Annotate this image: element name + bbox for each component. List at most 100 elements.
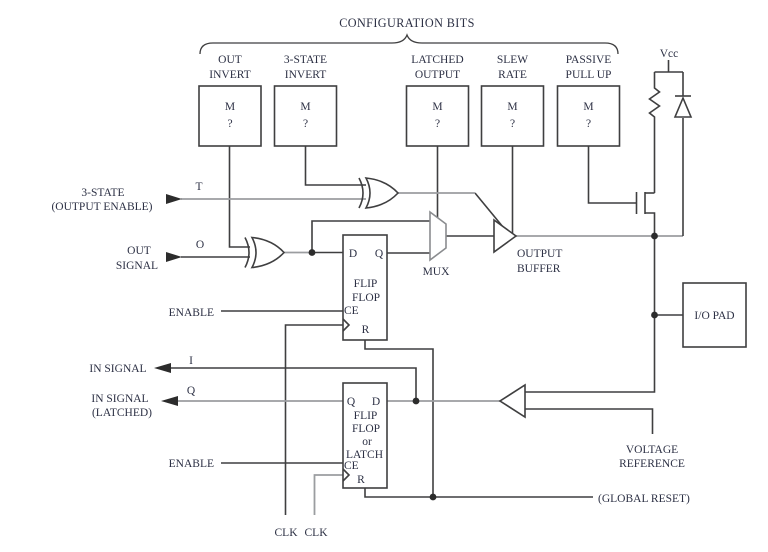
memory-cell-box	[405, 85, 470, 147]
memory-cell-box	[480, 85, 545, 147]
diagram-title: CONFIGURATION BITS	[339, 16, 475, 30]
memory-cell-m: M	[225, 101, 235, 113]
memory-cell-q: ?	[303, 118, 308, 130]
clk1-label: CLK	[275, 527, 299, 539]
arrow-right-icon	[166, 194, 182, 204]
config-bit-label: INVERT	[285, 69, 326, 81]
wire-global-reset	[364, 488, 593, 498]
wire-pad-to-inbuffer	[525, 236, 656, 393]
config-bit-label: RATE	[498, 69, 527, 81]
config-bit-label: PULL UP	[566, 69, 612, 81]
memory-cell-m: M	[507, 101, 517, 113]
wire-pullup-gate	[587, 146, 637, 204]
memory-cell-m: M	[583, 101, 593, 113]
config-bit-out-invert: OUT INVERT M ?	[198, 54, 262, 147]
config-bit-passive-pullup: PASSIVE PULL UP M ?	[556, 54, 621, 147]
memory-cell-box	[556, 85, 621, 147]
junction-dot	[429, 493, 437, 501]
global-reset-label: (GLOBAL RESET)	[598, 493, 690, 505]
xor-gate-out	[244, 236, 286, 269]
input-buffer-triangle	[498, 383, 526, 419]
ff2-name: FLOP	[352, 423, 380, 435]
wire-clk1	[284, 324, 343, 515]
q-wire-label: Q	[187, 385, 196, 397]
ff1-name: FLOP	[352, 292, 380, 304]
ff2-q-label: Q	[347, 396, 356, 408]
signal-labels-left: 3-STATE (OUTPUT ENABLE) T OUT SIGNAL O E…	[51, 181, 214, 470]
config-bit-label: 3-STATE	[284, 54, 327, 66]
ff2-name: LATCH	[346, 449, 383, 461]
memory-cell-q: ?	[586, 118, 591, 130]
ff1-q-label: Q	[375, 248, 384, 260]
config-bit-label: INVERT	[209, 69, 250, 81]
wire-out-invert-drop	[228, 146, 250, 248]
output-buffer-triangle	[493, 218, 518, 254]
ff2-name: or	[362, 436, 372, 448]
configuration-bits-header: CONFIGURATION BITS	[199, 16, 619, 55]
o-wire-label: O	[196, 239, 204, 251]
vcc-label: Vcc	[660, 48, 679, 60]
in-signal-label: IN SIGNAL	[89, 363, 146, 375]
ff2-clock-chevron	[342, 468, 351, 482]
config-bit-3state-invert: 3-STATE INVERT M ?	[273, 54, 338, 147]
memory-cell-q: ?	[435, 118, 440, 130]
tristate-label: 3-STATE	[81, 187, 124, 199]
diode-icon	[673, 95, 693, 118]
ff2-d-label: D	[372, 396, 380, 408]
arrow-left-icon	[154, 363, 171, 373]
memory-cell-m: M	[432, 101, 442, 113]
config-bit-label: SLEW	[497, 54, 528, 66]
ff2-ce-label: CE	[344, 460, 359, 472]
enable-top-label: ENABLE	[169, 307, 214, 319]
mosfet-source	[645, 212, 656, 236]
config-bit-label: LATCHED	[411, 54, 463, 66]
xor-input-arc	[244, 237, 250, 268]
ff1-r-label: R	[362, 324, 370, 336]
config-bit-slew-rate: SLEW RATE M ?	[480, 54, 545, 147]
misc-labels: CLK CLK VOLTAGE REFERENCE (GLOBAL RESET)	[275, 444, 691, 539]
xor-body	[364, 177, 400, 209]
black-wires	[171, 146, 683, 515]
io-pad-box	[682, 282, 747, 348]
wire-clk2	[313, 474, 343, 515]
arrow-left-icon	[161, 396, 178, 406]
mux-shape	[429, 210, 447, 262]
wire-ff1-reset	[364, 340, 434, 497]
clk2-label: CLK	[305, 527, 329, 539]
wire-mux-input-direct	[311, 220, 430, 253]
arrow-right-icon	[166, 252, 182, 262]
tristate-label: (OUTPUT ENABLE)	[51, 201, 152, 213]
xor-body	[250, 236, 286, 269]
out-signal-label: OUT	[127, 245, 151, 257]
memory-cell-box	[273, 85, 338, 147]
wire-3state-invert-drop	[304, 146, 366, 186]
wire-tristate-to-buffer	[474, 192, 504, 228]
flip-flop-1-box	[342, 234, 388, 341]
output-buffer-label: OUTPUT	[517, 248, 562, 260]
memory-cell-box	[198, 85, 262, 147]
ff1-clock-chevron	[342, 318, 351, 332]
junction-dot	[651, 232, 658, 240]
config-bit-label: OUT	[218, 54, 242, 66]
ff1-name: FLIP	[354, 278, 378, 290]
ff1-ce-label: CE	[344, 305, 359, 317]
xor-gate-tristate	[358, 177, 400, 209]
voltage-reference-label: REFERENCE	[619, 458, 685, 470]
junction-dots	[308, 232, 658, 501]
ff1-d-label: D	[349, 248, 357, 260]
io-pad-label: I/O PAD	[694, 310, 734, 322]
flip-flop-2: Q D FLIP FLOP or LATCH CE R	[342, 382, 388, 489]
ff2-name: FLIP	[354, 410, 378, 422]
wire-vref-leg	[525, 408, 654, 434]
ff2-r-label: R	[357, 474, 365, 486]
i-wire-label: I	[189, 355, 193, 367]
config-bit-latched-output: LATCHED OUTPUT M ?	[405, 54, 470, 147]
config-bit-label: OUTPUT	[415, 69, 460, 81]
flip-flop-2-box	[342, 382, 388, 489]
memory-cell-q: ?	[227, 118, 232, 130]
memory-cell-m: M	[300, 101, 310, 113]
enable-bottom-label: ENABLE	[169, 458, 214, 470]
t-wire-label: T	[195, 181, 202, 193]
